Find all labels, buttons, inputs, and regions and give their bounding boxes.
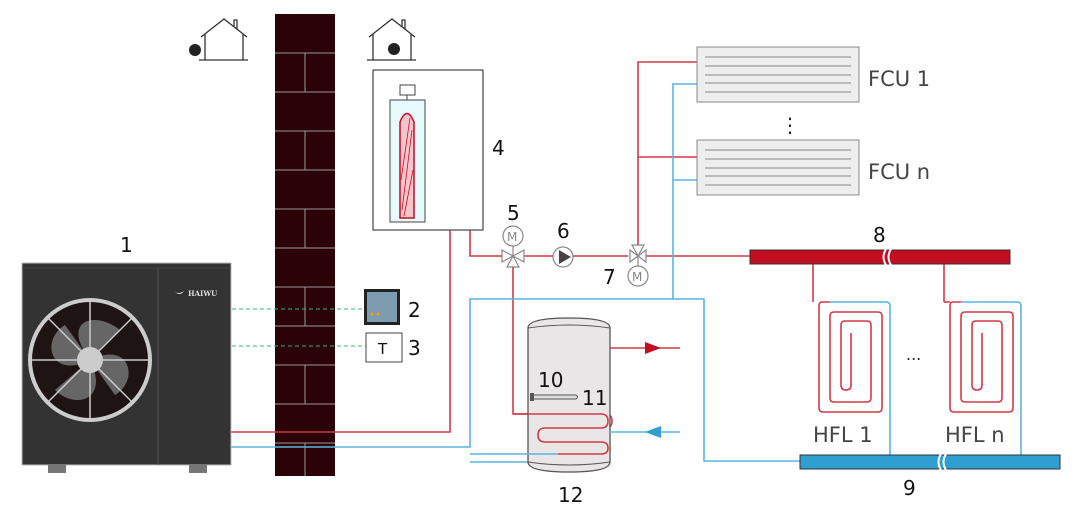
room-thermostat: T: [365, 332, 403, 363]
pump-icon: [552, 246, 574, 268]
label-9: 9: [903, 476, 916, 500]
hot-water-out-arrow-icon: [645, 342, 661, 354]
label-11: 11: [582, 386, 607, 410]
label-2: 2: [408, 298, 421, 322]
fcu-1-label: FCU 1: [868, 67, 930, 91]
label-12: 12: [558, 483, 583, 507]
brand-logo: HAIWU: [188, 289, 217, 298]
thermostat-label: T: [377, 340, 388, 358]
motor-label: M: [632, 270, 642, 284]
label-8: 8: [873, 223, 886, 247]
fcu-n-label: FCU n: [868, 160, 930, 184]
label-1: 1: [120, 233, 133, 257]
hfl-n-label: HFL n: [945, 423, 1005, 447]
wired-controller: [364, 289, 400, 325]
fan-coil-unit-n: [696, 139, 860, 196]
house-indoor-icon: [367, 18, 416, 61]
hfl-1-label: HFL 1: [813, 423, 873, 447]
brick-wall: [275, 14, 335, 476]
fan-icon: [28, 298, 152, 422]
label-10: 10: [538, 368, 563, 392]
house-outdoor-icon: [189, 18, 248, 61]
supply-manifold: [749, 248, 1011, 266]
auxiliary-boiler: [372, 69, 484, 231]
fan-coil-unit-1: [696, 46, 860, 103]
label-7: 7: [603, 265, 616, 289]
floor-heating-loop-n: [944, 301, 1022, 455]
return-manifold: [799, 453, 1061, 471]
label-4: 4: [492, 136, 505, 160]
label-3: 3: [408, 336, 421, 360]
logo-icon: [174, 291, 184, 294]
cold-water-in-arrow-icon: [645, 426, 661, 438]
label-5: 5: [507, 201, 520, 225]
floor-heating-loop-1: [818, 301, 891, 455]
motorized-valve-icon: M: [627, 244, 649, 287]
label-6: 6: [557, 219, 570, 243]
motor-label: M: [507, 230, 517, 244]
more-fcu-indicator: ⋮: [780, 113, 800, 137]
domestic-hot-water-tank: [470, 317, 680, 473]
more-loops-indicator: ...: [906, 345, 921, 364]
motorized-valve-icon: M: [501, 225, 525, 268]
electric-heater-sensor: [530, 393, 578, 401]
heat-pump-outdoor-unit: HAIWU: [21, 262, 232, 473]
